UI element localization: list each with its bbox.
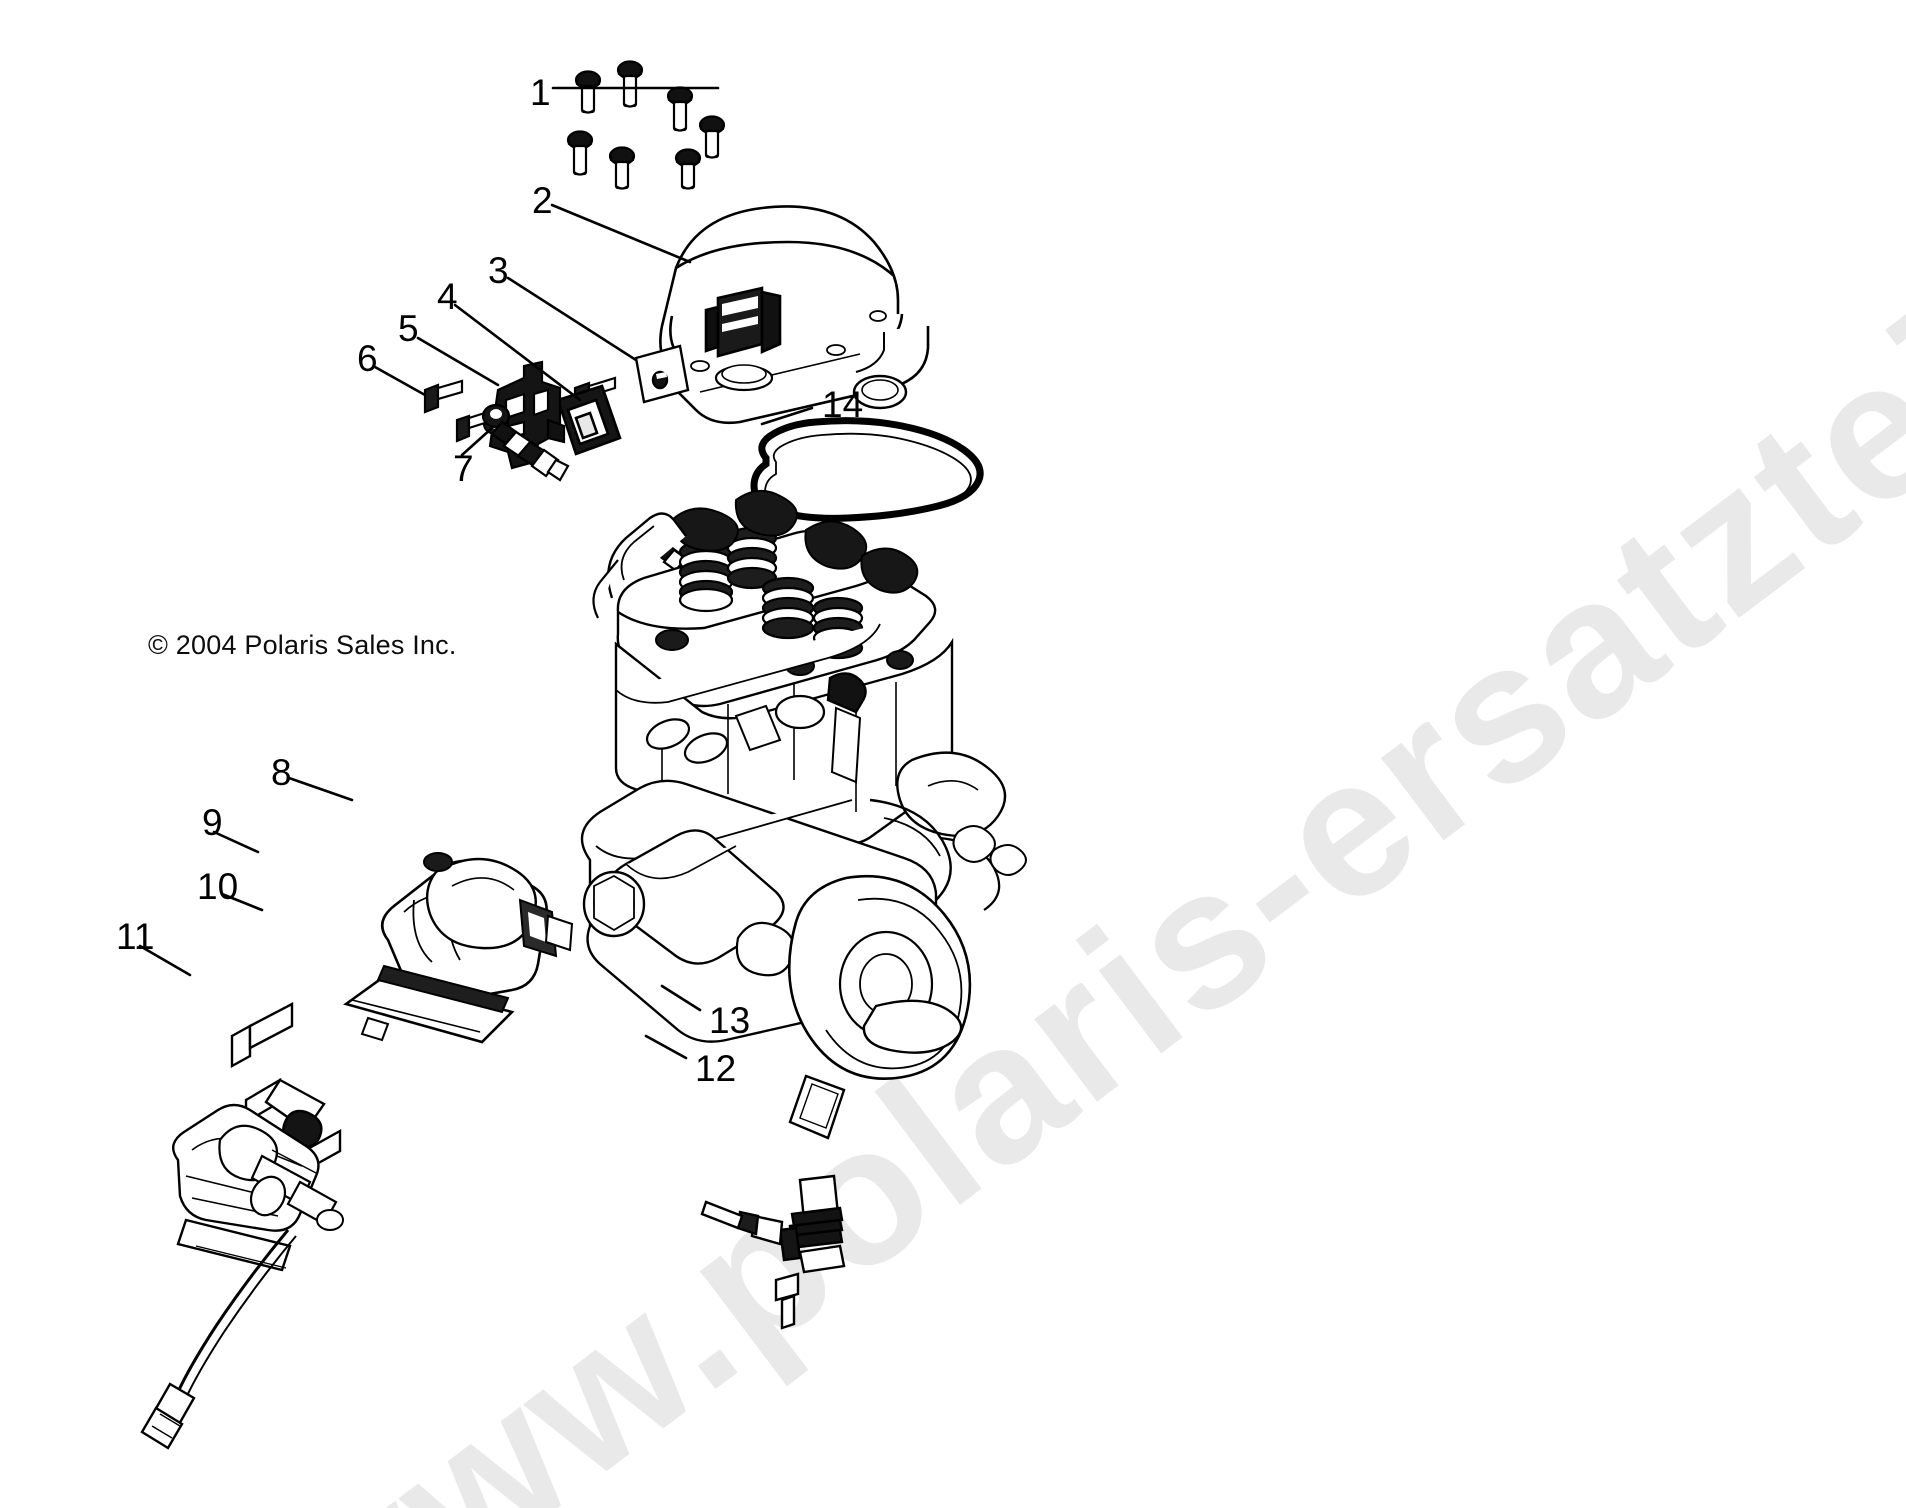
part-seal-grommet <box>556 384 622 456</box>
part-fuel-injector <box>481 403 570 482</box>
callout-11: 11 <box>116 916 154 957</box>
leader-4 <box>453 303 582 402</box>
copyright-notice: © 2004 Polaris Sales Inc. <box>148 630 457 660</box>
callout-9: 9 <box>202 802 223 843</box>
callout-5: 5 <box>398 308 419 349</box>
callout-4: 4 <box>437 276 458 317</box>
part-temperature-sensor <box>700 1174 846 1274</box>
leader-2 <box>550 203 692 264</box>
leader-11 <box>138 944 192 977</box>
leader-13 <box>660 984 702 1012</box>
part-manifold-bolt <box>230 1002 294 1069</box>
engine-crankcase <box>580 751 1027 1140</box>
part-sensor-bracket-plate <box>634 344 690 404</box>
callout-1: 1 <box>530 72 551 113</box>
part-mounting-bolt <box>423 379 464 414</box>
leader-10 <box>220 892 264 912</box>
leader-9 <box>212 830 260 854</box>
part-ignition-coil <box>140 1103 344 1450</box>
engine-assembly <box>580 489 1027 1140</box>
watermark-text: www.polaris-ersatzteile.de <box>228 0 1906 1508</box>
callout-8: 8 <box>271 752 292 793</box>
engine-cylinder-head <box>592 489 937 708</box>
leader-14 <box>760 406 814 426</box>
callout-3: 3 <box>488 250 509 291</box>
callout-14: 14 <box>822 384 863 425</box>
callout-13: 13 <box>709 1000 750 1041</box>
part-sensor-retaining-bolt <box>774 1272 800 1330</box>
leader-lines <box>138 86 814 1060</box>
svg-text:www.polaris-ersatzteile.de: www.polaris-ersatzteile.de <box>228 0 1906 1508</box>
callout-6: 6 <box>357 338 378 379</box>
part-intake-manifold <box>343 852 574 1044</box>
leader-5 <box>416 336 500 387</box>
callout-12: 12 <box>695 1048 736 1089</box>
callout-10: 10 <box>197 866 238 907</box>
part-valve-cover <box>659 205 930 425</box>
leader-6 <box>373 365 427 397</box>
leader-3 <box>506 276 638 362</box>
callout-2: 2 <box>532 180 553 221</box>
leader-7 <box>460 426 494 457</box>
leader-8 <box>287 776 354 802</box>
part-flange-bolt-set <box>566 60 726 190</box>
leader-12 <box>644 1034 688 1060</box>
callout-7: 7 <box>453 448 474 489</box>
